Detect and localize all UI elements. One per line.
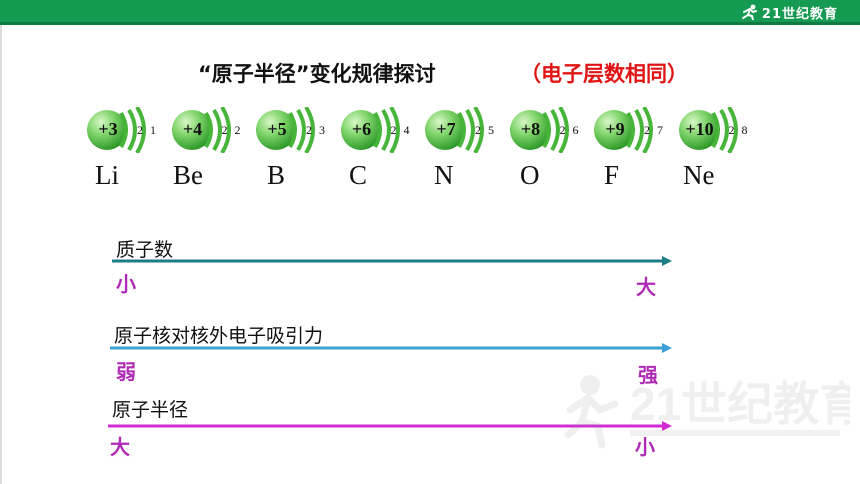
electrons-shell-2: 4	[403, 123, 410, 137]
electrons-shell-1: 2	[728, 123, 735, 137]
electrons-shell-1: 2	[137, 123, 143, 137]
trend-start-label: 弱	[116, 360, 136, 384]
element-symbol: C	[349, 160, 368, 190]
trend-start-label: 大	[110, 435, 130, 459]
logo-text: 21世纪教育	[761, 6, 838, 22]
nuclear-charge: +4	[182, 119, 203, 139]
electron-shells	[710, 107, 738, 153]
element-symbol: Be	[173, 160, 203, 190]
electron-shells	[372, 107, 400, 153]
top-bar-edge	[0, 22, 860, 25]
element-symbol: O	[520, 160, 540, 190]
electron-shells	[119, 107, 146, 153]
arrow-right-icon	[108, 421, 672, 431]
electrons-shell-2: 3	[319, 123, 325, 137]
nuclear-charge: +9	[605, 119, 625, 139]
slide-left-border	[0, 25, 2, 484]
nucleus	[87, 110, 127, 150]
element-symbol: Ne	[683, 160, 715, 190]
electrons-shell-2: 5	[488, 123, 494, 137]
nucleus	[594, 110, 634, 150]
trend-label: 原子半径	[112, 399, 189, 421]
electrons-shell-1: 2	[644, 123, 650, 137]
nucleus	[340, 110, 381, 150]
electrons-shell-1: 2	[221, 123, 228, 137]
nuclear-charge: +10	[685, 119, 714, 139]
electrons-shell-1: 2	[390, 123, 397, 137]
element-symbol: F	[604, 160, 620, 190]
electrons-shell-1: 2	[559, 123, 566, 137]
brand-logo: 21世纪教育	[741, 3, 838, 22]
top-bar: 21世纪教育	[0, 0, 860, 25]
nuclear-charge: +8	[520, 119, 541, 139]
nuclear-charge: +6	[351, 119, 372, 139]
svg-text:21世纪教育: 21世纪教育	[630, 378, 850, 430]
trend-end-label: 强	[638, 363, 658, 387]
element-symbol: N	[434, 160, 454, 190]
nucleus	[425, 110, 465, 150]
electrons-shell-2: 7	[657, 123, 663, 137]
nuclear-charge: +3	[98, 119, 118, 139]
nucleus	[509, 110, 550, 150]
nuclear-charge: +7	[436, 119, 456, 139]
trend-end-label: 小	[635, 435, 655, 459]
runner-logo-icon	[741, 4, 757, 20]
trend-label: 原子核对核外电子吸引力	[114, 325, 324, 347]
electrons-shell-1: 2	[306, 123, 312, 137]
watermark-logo: 21世纪教育	[564, 375, 850, 449]
element-symbol: B	[267, 160, 286, 190]
arrow-right-icon	[110, 343, 672, 353]
electrons-shell-2: 8	[741, 123, 748, 137]
electron-shells	[288, 107, 315, 153]
nucleus	[256, 110, 296, 150]
trend-label: 质子数	[116, 239, 174, 261]
nucleus	[171, 110, 212, 150]
electrons-shell-1: 2	[475, 123, 481, 137]
nucleus	[678, 110, 719, 150]
trend-end-label: 大	[636, 275, 656, 299]
electrons-shell-2: 6	[572, 123, 579, 137]
electron-shells	[541, 107, 569, 153]
arrow-right-icon	[112, 256, 672, 266]
electrons-shell-2: 1	[150, 123, 156, 137]
electron-shells	[203, 107, 231, 153]
nuclear-charge: +5	[267, 119, 287, 139]
electron-shells	[457, 107, 484, 153]
element-symbol: Li	[95, 160, 119, 190]
trend-start-label: 小	[116, 272, 136, 296]
electron-shells	[626, 107, 653, 153]
slide-subtitle: （电子层数相同）	[520, 62, 688, 86]
electrons-shell-2: 2	[234, 123, 241, 137]
slide-title: “原子半径”变化规律探讨	[198, 62, 436, 86]
